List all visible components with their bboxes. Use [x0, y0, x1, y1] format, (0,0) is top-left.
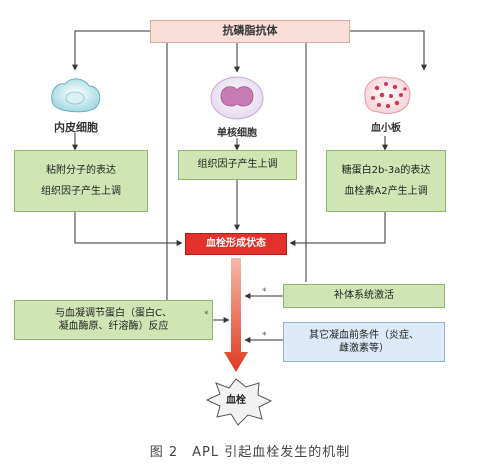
endothelial-effect-box: 粘附分子的表达 组织因子产生上调: [14, 150, 148, 212]
platelet-effect-box: 糖蛋白2b-3a的表达 血栓素A2产生上调: [326, 150, 446, 212]
platelet-label: 血小板: [371, 123, 401, 134]
figure-caption: 图 2 APL 引起血栓发生的机制: [149, 445, 351, 460]
platelet-effect-line: 糖蛋白2b-3a的表达: [341, 164, 431, 176]
thrombotic-state-box: 血栓形成状态: [185, 233, 287, 255]
annotation-star: *: [262, 287, 267, 297]
thrombotic-state-label: 血栓形成状态: [206, 238, 266, 250]
complement-label: 补体系统激活: [334, 290, 394, 302]
platelet-effect-line: 血栓素A2产生上调: [344, 186, 428, 197]
regulatory-protein-box: 与血凝调节蛋白（蛋白C、 凝血酶原、纤溶酶）反应: [14, 300, 213, 340]
regulatory-protein-line: 凝血酶原、纤溶酶）反应: [58, 321, 169, 332]
main-arrow: [224, 258, 248, 372]
annotation-star: *: [262, 331, 267, 341]
endothelial-effect-line: 粘附分子的表达: [46, 164, 116, 176]
monocyte-effect-line: 组织因子产生上调: [197, 159, 278, 171]
other-conditions-line: 其它凝血前条件（炎症、: [309, 329, 419, 341]
antibody-box: 抗磷脂抗体: [150, 20, 350, 43]
monocyte-label: 单核细胞: [217, 128, 257, 139]
other-conditions-box: 其它凝血前条件（炎症、 雌激素等）: [283, 322, 445, 362]
regulatory-protein-line: 与血凝调节蛋白（蛋白C、: [55, 307, 172, 319]
endothelial-effect-line: 组织因子产生上调: [41, 186, 121, 197]
endothelial-cell-icon: [51, 78, 101, 113]
monocyte-icon: [210, 76, 264, 120]
platelet-icon: [364, 76, 411, 114]
thrombus-burst: [205, 378, 273, 426]
antibody-label: 抗磷脂抗体: [222, 24, 278, 38]
other-conditions-line: 雌激素等）: [339, 343, 389, 354]
thrombus-label: 血栓: [226, 395, 246, 407]
complement-box: 补体系统激活: [283, 284, 445, 308]
annotation-star: *: [204, 310, 209, 320]
monocyte-effect-box: 组织因子产生上调: [178, 150, 297, 180]
endothelial-cell-label: 内皮细胞: [54, 121, 98, 134]
